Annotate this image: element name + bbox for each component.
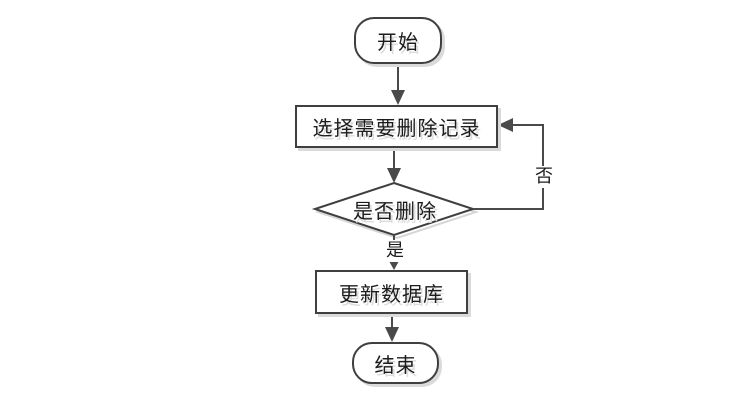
select-records-node: 选择需要删除记录 xyxy=(295,105,498,148)
end-node: 结束 xyxy=(352,342,439,384)
arrowhead-select-to-decision xyxy=(387,168,401,183)
edge-label-yes: 是 xyxy=(384,240,406,262)
update-database-node: 更新数据库 xyxy=(315,270,468,314)
arrowhead-update-to-end xyxy=(385,327,399,342)
start-node: 开始 xyxy=(354,17,442,64)
start-node-label: 开始 xyxy=(377,30,419,54)
decision-node-label: 是否删除 xyxy=(353,198,437,223)
end-node-label: 结束 xyxy=(374,352,417,377)
arrowhead-start-to-select xyxy=(391,90,405,105)
decision-node-label-wrap: 是否删除 xyxy=(317,195,473,223)
edge-label-no: 否 xyxy=(533,166,555,188)
arrowhead-decision-no-loop xyxy=(498,118,513,132)
select-records-node-label: 选择需要删除记录 xyxy=(312,116,481,140)
arrowhead-decision-yes xyxy=(389,261,399,270)
update-database-node-label: 更新数据库 xyxy=(339,281,444,306)
